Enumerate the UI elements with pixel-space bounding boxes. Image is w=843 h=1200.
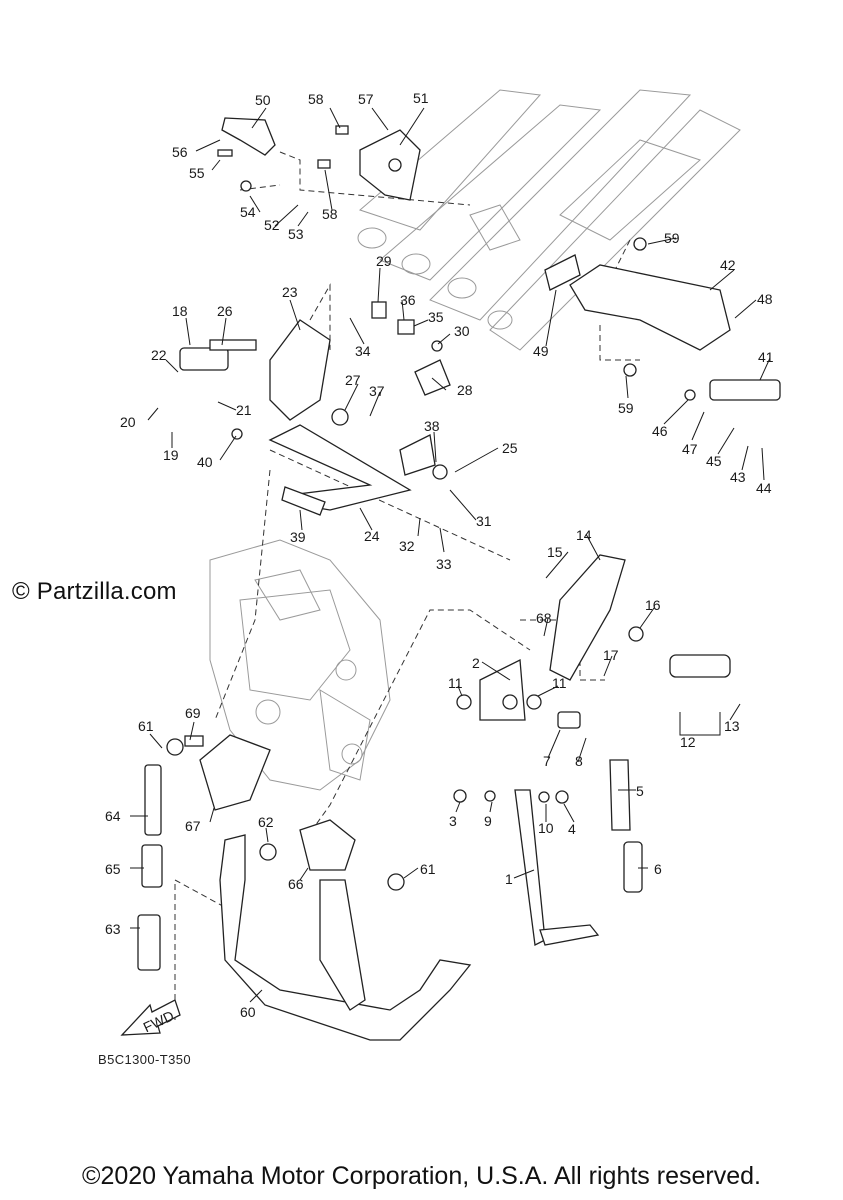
callout-19: 19 — [163, 447, 179, 463]
callout-15: 15 — [547, 544, 563, 560]
callout-40: 40 — [197, 454, 213, 470]
callout-45: 45 — [706, 453, 722, 469]
callout-64: 64 — [105, 808, 121, 824]
callout-5: 5 — [636, 783, 644, 799]
callout-29: 29 — [376, 253, 392, 269]
callout-21: 21 — [236, 402, 252, 418]
callout-36: 36 — [400, 292, 416, 308]
callout-18: 18 — [172, 303, 188, 319]
callout-41: 41 — [758, 349, 774, 365]
side-stand-assembly — [453, 554, 731, 946]
callout-32: 32 — [399, 538, 415, 554]
callout-56: 56 — [172, 144, 188, 160]
diagram-code: B5C1300-T350 — [98, 1052, 191, 1067]
assembly-lines — [174, 151, 640, 1020]
callout-28: 28 — [457, 382, 473, 398]
callout-34: 34 — [355, 343, 371, 359]
callout-39: 39 — [290, 529, 306, 545]
callout-8: 8 — [575, 753, 583, 769]
callout-11a: 11 — [448, 675, 463, 691]
copyright-notice: ©2020 Yamaha Motor Corporation, U.S.A. A… — [82, 1162, 761, 1190]
callout-33: 33 — [436, 556, 452, 572]
brake-pedal-assembly — [179, 301, 451, 516]
callout-53: 53 — [288, 226, 304, 242]
callout-7: 7 — [543, 753, 551, 769]
callout-10: 10 — [538, 820, 554, 836]
callout-27: 27 — [345, 372, 361, 388]
frame-ghost-lines — [357, 89, 741, 351]
callout-61a: 61 — [138, 718, 154, 734]
callout-67: 67 — [185, 818, 201, 834]
callout-38: 38 — [424, 418, 440, 434]
callout-59b: 59 — [618, 400, 634, 416]
callout-11b: 11 — [552, 675, 567, 691]
passenger-footrest-bracket — [544, 237, 781, 401]
forward-arrow-icon: FWD — [120, 999, 181, 1036]
callout-50: 50 — [255, 92, 271, 108]
callout-2: 2 — [472, 655, 480, 671]
callout-66: 66 — [288, 876, 304, 892]
leader-lines — [130, 107, 771, 1003]
callout-31: 31 — [476, 513, 492, 529]
callout-59a: 59 — [664, 230, 680, 246]
callout-20: 20 — [120, 414, 136, 430]
callout-35: 35 — [428, 309, 444, 325]
callout-17: 17 — [603, 647, 619, 663]
callout-58a: 58 — [308, 91, 324, 107]
callout-68: 68 — [536, 610, 552, 626]
callout-58b: 58 — [322, 206, 338, 222]
callout-51: 51 — [413, 90, 429, 106]
watermark-text: © Partzilla.com — [12, 578, 177, 605]
callout-65: 65 — [105, 861, 121, 877]
callout-48: 48 — [757, 291, 773, 307]
callout-52: 52 — [264, 217, 280, 233]
callout-3: 3 — [449, 813, 457, 829]
callout-4: 4 — [568, 821, 576, 837]
callout-63: 63 — [105, 921, 121, 937]
callout-22: 22 — [151, 347, 167, 363]
callout-44: 44 — [756, 480, 772, 496]
callout-47: 47 — [682, 441, 698, 457]
callout-26: 26 — [217, 303, 233, 319]
callout-16: 16 — [645, 597, 661, 613]
callout-37: 37 — [369, 383, 385, 399]
callout-30: 30 — [454, 323, 470, 339]
callout-1: 1 — [505, 871, 513, 887]
callout-14: 14 — [576, 527, 592, 543]
callout-9: 9 — [484, 813, 492, 829]
callout-42: 42 — [720, 257, 736, 273]
callout-57: 57 — [358, 91, 374, 107]
callout-54: 54 — [240, 204, 256, 220]
callout-25: 25 — [502, 440, 518, 456]
callout-labels: 1 2 3 4 5 6 7 8 9 10 11 11 12 13 14 15 1… — [105, 90, 774, 1020]
center-stand-assembly — [137, 734, 472, 1041]
engine-ghost-lines — [209, 539, 391, 791]
callout-13: 13 — [724, 718, 740, 734]
callout-49: 49 — [533, 343, 549, 359]
callout-61b: 61 — [420, 861, 436, 877]
callout-23: 23 — [282, 284, 298, 300]
callout-24: 24 — [364, 528, 380, 544]
callout-6: 6 — [654, 861, 662, 877]
callout-55: 55 — [189, 165, 205, 181]
callout-12: 12 — [680, 734, 696, 750]
rear-footrest-assembly — [217, 117, 421, 201]
callout-60: 60 — [240, 1004, 256, 1020]
callout-46: 46 — [652, 423, 668, 439]
callout-43: 43 — [730, 469, 746, 485]
callout-69: 69 — [185, 705, 201, 721]
callout-62: 62 — [258, 814, 274, 830]
